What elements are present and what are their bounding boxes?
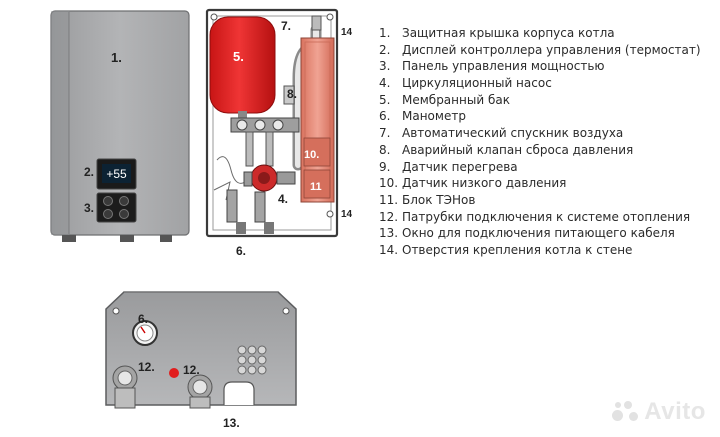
legend-text: Аварийный клапан сброса давления [402, 142, 634, 157]
legend-text: Панель управления мощностью [402, 59, 605, 74]
legend-text: Защитная крышка корпуса котла [402, 26, 615, 40]
legend-number: 4. [379, 76, 391, 91]
legend-item: 8. Аварийный клапан сброса давления [379, 142, 719, 159]
legend-text: Датчик низкого давления [402, 176, 567, 191]
power-knob [119, 196, 129, 206]
legend-item: 2. Дисплей контроллера управления (термос… [379, 42, 719, 59]
avito-logo-icon [612, 400, 638, 422]
legend-item: 5. Мембранный бак [379, 92, 719, 109]
membrane-tank [209, 16, 276, 114]
label-gauge-front: 6. [236, 244, 246, 258]
legend-text: Патрубки подключения к системе отопления [402, 209, 691, 224]
legend-number: 5. [379, 92, 391, 107]
power-knob [103, 209, 113, 219]
legend-number: 14. [379, 242, 399, 257]
legend-item: 9. Датчик перегрева [379, 159, 719, 176]
display-value: +55 [106, 167, 127, 181]
label-gauge-bottom: 6. [138, 312, 148, 326]
legend-item: 12.Патрубки подключения к системе отопле… [379, 209, 719, 226]
label-safety-valve: 8. [287, 87, 297, 101]
legend-text: Окно для подключения питающего кабеля [402, 226, 675, 241]
boiler-front-view: +55 1. 2. 3. [50, 10, 190, 242]
boiler-internal-view: 5. 7. 10. 11 8. 9. [205, 8, 353, 258]
legend-item: 13.Окно для подключения питающего кабеля [379, 225, 719, 242]
legend-item: 11.Блок ТЭНов [379, 192, 719, 209]
mount-hole [326, 13, 334, 21]
label-display: 2. [84, 165, 94, 179]
legend-number: 13. [379, 226, 399, 241]
power-knob [103, 196, 113, 206]
legend-number: 1. [379, 26, 391, 40]
legend-number: 6. [379, 109, 391, 124]
label-air-vent: 7. [281, 19, 291, 33]
label-power-panel: 3. [84, 201, 94, 215]
label-mount-bottom: 14 [341, 209, 353, 220]
legend-text: Циркуляционный насос [402, 76, 552, 91]
avito-watermark: Avito [612, 398, 706, 426]
legend-number: 12. [379, 209, 399, 224]
label-pump: 4. [278, 192, 288, 206]
label-pressure-sensor: 10. [304, 149, 319, 161]
legend-item: 6. Манометр [379, 108, 719, 125]
legend-item: 10.Датчик низкого давления [379, 175, 719, 192]
legend-text: Блок ТЭНов [402, 192, 476, 207]
cable-window [223, 381, 255, 405]
cable-gland-grid [237, 345, 267, 375]
legend-number: 2. [379, 42, 391, 57]
label-pipe-right: 12. [183, 363, 200, 377]
mount-hole [326, 210, 334, 218]
legend-item: 14.Отверстия крепления котла к стене [379, 242, 719, 259]
power-control-panel [96, 192, 137, 223]
legend-number: 8. [379, 142, 391, 157]
legend-number: 10. [379, 176, 399, 191]
label-cover: 1. [111, 50, 122, 65]
legend-text: Отверстия крепления котла к стене [402, 242, 633, 257]
legend-number: 11. [379, 192, 399, 207]
legend-number: 9. [379, 159, 391, 174]
legend-text: Автоматический спускник воздуха [402, 126, 624, 141]
air-vent [311, 15, 322, 31]
label-pipe-left: 12. [138, 360, 155, 374]
parts-legend: 1. Защитная крышка корпуса котла 2. Дисплей… [379, 25, 719, 259]
power-knob [119, 209, 129, 219]
label-tank: 5. [233, 49, 244, 64]
legend-number: 7. [379, 126, 391, 141]
label-mount-top: 14 [341, 27, 353, 38]
label-heater-block: 11 [310, 181, 322, 193]
indicator-dot [169, 368, 179, 378]
safety-valve [283, 85, 295, 105]
legend-text: Датчик перегрева [402, 159, 518, 174]
mount-hole [210, 13, 218, 21]
legend-item: 1. Защитная крышка корпуса котла [379, 25, 719, 42]
legend-text: Дисплей контроллера управления (термоста… [402, 42, 701, 57]
legend-number: 3. [379, 59, 391, 74]
label-cable-window: 13. [223, 416, 240, 430]
legend-text: Манометр [402, 109, 466, 124]
legend-text: Мембранный бак [402, 92, 510, 107]
legend-item: 3. Панель управления мощностью [379, 58, 719, 75]
legend-item: 7. Автоматический спускник воздуха [379, 125, 719, 142]
boiler-bottom-view: 6. 12. 12. 13. [105, 291, 297, 430]
legend-item: 4. Циркуляционный насос [379, 75, 719, 92]
